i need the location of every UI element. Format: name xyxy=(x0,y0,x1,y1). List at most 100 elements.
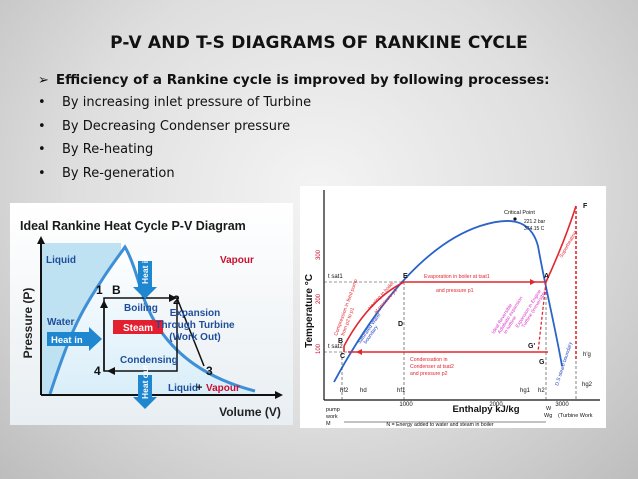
tsat1-label: t sat1 xyxy=(328,274,343,280)
slide-title: P-V AND T-S DIAGRAMS OF RANKINE CYCLE xyxy=(110,33,528,53)
list-item-text: By Re-heating xyxy=(62,142,154,157)
critical-point-label: Critical Point xyxy=(504,210,535,216)
ts-saturation-dome xyxy=(333,220,563,383)
plus-label: + xyxy=(196,382,202,394)
expansion-label-3: (Work Out) xyxy=(169,332,220,343)
lead-statement: ➢ Efficiency of a Rankine cycle is improv… xyxy=(38,72,550,88)
pv-diagram: Ideal Rankine Heat Cycle P-V Diagram Pre… xyxy=(10,203,293,425)
expansion-label-1: Expansion xyxy=(170,308,221,319)
condensation-label-1: Condensation in xyxy=(410,357,448,363)
y-tick-300: 300 xyxy=(316,249,322,260)
pv-title: Ideal Rankine Heat Cycle P-V Diagram xyxy=(20,219,246,233)
liquid-label-bottom: Liquid xyxy=(168,383,198,394)
y-tick-100: 100 xyxy=(316,343,322,354)
heat-in-top-arrow xyxy=(138,261,152,287)
evaporation-label-1: Evaporation in boiler at tsat1 xyxy=(424,274,490,280)
hd-label: hd xyxy=(360,388,367,394)
arrow-bullet-icon: ➢ xyxy=(38,73,49,88)
liquid-label: Liquid xyxy=(46,255,76,266)
tsat2-label: t sat2 xyxy=(328,344,343,350)
heat-out-arrow xyxy=(138,375,152,397)
hf1-label: hf1 xyxy=(397,388,406,394)
bullet-icon: • xyxy=(38,95,46,110)
pv-x-axis-label: Volume (V) xyxy=(219,405,281,419)
list-item-text: By Re-generation xyxy=(62,165,175,181)
arrow-left-icon xyxy=(356,349,362,355)
hg1-label: hg1 xyxy=(520,388,531,394)
arrow-right-icon xyxy=(530,279,536,285)
x-tick-2000: 2000 xyxy=(489,402,503,408)
critical-pressure-label: 221.2 bar xyxy=(524,219,545,225)
water-label: Water xyxy=(47,317,75,328)
point-g-prime: G' xyxy=(528,343,535,350)
y-axis-arrow-icon xyxy=(37,236,45,244)
point-c: C xyxy=(340,353,345,360)
ts-diagram-svg: Temperature °C Enthalpy kJ/kg 100 200 30… xyxy=(304,190,600,428)
point-1: 1 xyxy=(96,283,103,297)
lead-text: Efficiency of a Rankine cycle is improve… xyxy=(55,72,550,88)
point-b: B xyxy=(112,283,121,297)
arrow-right-icon xyxy=(89,327,102,351)
real-expansion-line xyxy=(537,281,547,353)
point-a: A xyxy=(544,273,549,280)
point-2: 2 xyxy=(173,293,180,307)
boiling-label: Boiling xyxy=(124,303,158,314)
boiler-heating-line xyxy=(343,281,405,347)
list-item-text: By Decreasing Condenser pressure xyxy=(62,118,291,134)
h-prime-g-label: h'g xyxy=(583,352,591,358)
hf2-label: hf2 xyxy=(340,388,349,394)
process-list: • By increasing inlet pressure of Turbine… xyxy=(38,95,311,189)
arrow-right-icon xyxy=(169,294,177,302)
pv-y-axis-label: Pressure (P) xyxy=(21,288,35,359)
heat-in-side-label: Heat in xyxy=(51,335,83,346)
list-item-text: By increasing inlet pressure of Turbine xyxy=(62,95,312,110)
pump-work-label-1: pump xyxy=(326,407,340,413)
saturation-curve xyxy=(48,244,256,395)
ts-x-axis-label: Enthalpy kJ/kg xyxy=(452,404,519,415)
steam-label: Steam xyxy=(123,323,153,334)
bullet-icon: • xyxy=(38,165,46,181)
heat-out-label: Heat out xyxy=(140,365,150,399)
x-tick-1000: 1000 xyxy=(399,402,413,408)
x-tick-3000: 3000 xyxy=(555,402,569,408)
point-f: F xyxy=(583,203,588,210)
y-tick-200: 200 xyxy=(316,293,322,304)
evaporation-label-2: and pressure p1 xyxy=(436,288,474,294)
vapour-label: Vapour xyxy=(220,255,254,266)
arrow-up-icon xyxy=(100,300,108,308)
wg-label: Wg xyxy=(544,413,552,419)
list-item: • By Re-heating xyxy=(38,142,311,166)
superheating-line xyxy=(545,205,577,283)
point-b: B xyxy=(338,338,343,345)
point-3: 3 xyxy=(206,364,213,378)
ts-diagram: Temperature °C Enthalpy kJ/kg 100 200 30… xyxy=(300,186,606,428)
x-axis-arrow-icon xyxy=(275,391,283,399)
turbine-work-label: (Turbine Work xyxy=(558,413,593,419)
ts-y-axis-label: Temperature °C xyxy=(304,274,315,348)
vapour-label-bottom: Vapour xyxy=(206,383,240,394)
point-g: G xyxy=(539,359,545,366)
energy-note: N = Energy added to water and steam in b… xyxy=(386,422,493,428)
pump-work-label-2: work xyxy=(325,414,338,420)
condensing-label: Condensing xyxy=(120,355,178,366)
h2-label: h2 xyxy=(538,388,545,394)
critical-temperature-label: 374.15 C xyxy=(524,226,545,232)
list-item: • By increasing inlet pressure of Turbine xyxy=(38,95,311,119)
condensation-label-2: Condenser at tsat2 xyxy=(410,364,454,370)
bullet-icon: • xyxy=(38,142,46,157)
heat-in-side-arrow xyxy=(47,332,89,346)
arrow-down-icon xyxy=(133,287,157,299)
critical-point-marker xyxy=(513,217,517,221)
heat-in-top-label: Heat in xyxy=(140,256,150,284)
point-e: E xyxy=(403,273,408,280)
arrow-down-icon xyxy=(133,397,157,409)
pv-diagram-svg: Ideal Rankine Heat Cycle P-V Diagram Pre… xyxy=(10,203,293,425)
point-4: 4 xyxy=(94,364,101,378)
steam-box xyxy=(113,320,163,334)
arrow-left-icon xyxy=(107,367,115,375)
expansion-line xyxy=(176,297,205,367)
expansion-label-2: Through Turbine xyxy=(155,320,235,331)
list-item: •By Decreasing Condenser pressure xyxy=(38,119,311,143)
dry-steam-boundary-label: D.S steam boundary xyxy=(554,341,574,387)
w-label: W xyxy=(546,406,552,412)
